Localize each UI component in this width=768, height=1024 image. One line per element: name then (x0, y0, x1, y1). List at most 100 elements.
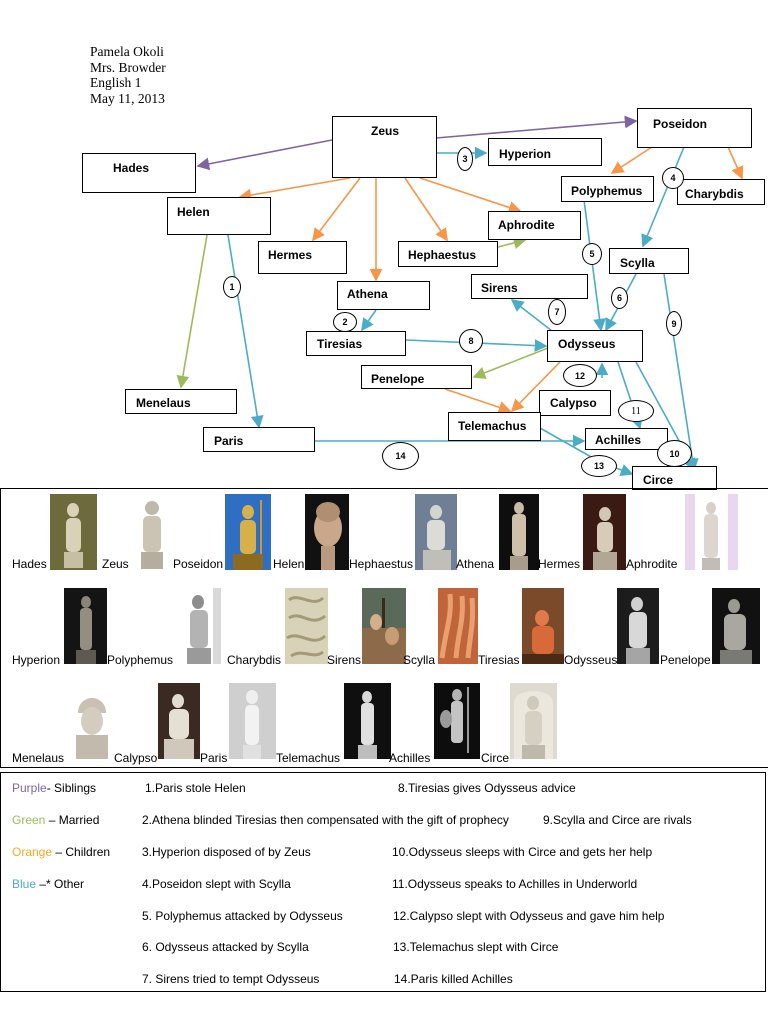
node-hyperion[interactable]: Hyperion (488, 138, 602, 166)
node-telemachus[interactable]: Telemachus (448, 412, 541, 441)
note-marker-14: 14 (382, 442, 419, 470)
tiresias-painting-image (522, 588, 564, 664)
note-marker-4: 4 (662, 167, 684, 189)
arrow-zeus-hades (196, 139, 333, 171)
node-athena[interactable]: Athena (337, 281, 430, 310)
caption-penelope: Penelope (660, 653, 711, 667)
node-label: Athena (347, 287, 388, 301)
athena-statue-image (499, 494, 539, 570)
charybdis-statue-image (285, 588, 328, 664)
node-tiresias[interactable]: Tiresias (306, 331, 406, 356)
node-circe[interactable]: Circe (632, 466, 717, 490)
caption-athena: Athena (456, 557, 495, 571)
note-3: 3.Hyperion disposed of by Zeus (142, 845, 311, 859)
note-6: 6. Odysseus attacked by Scylla (142, 940, 309, 954)
arrow-polyphemus-odysseus (583, 199, 606, 332)
legend-orange: Orange – Children (12, 845, 110, 859)
note-marker-10: 10 (657, 440, 692, 467)
node-label: Hades (113, 161, 150, 175)
caption-aphrodite: Aphrodite (626, 557, 678, 571)
note-10: 10.Odysseus sleeps with Circe and gets h… (392, 845, 653, 859)
node-label: Menelaus (136, 396, 191, 410)
arrow-penelope-telemachus (444, 388, 512, 414)
node-label: Poseidon (653, 117, 708, 131)
legend-green: Green – Married (12, 813, 99, 827)
arrow-helen-menelaus (176, 234, 208, 389)
note-marker-11: 11 (618, 400, 654, 422)
node-hermes[interactable]: Hermes (258, 241, 347, 274)
polyphemus-statue-image (178, 588, 221, 664)
node-label: Hermes (268, 248, 313, 262)
node-penelope[interactable]: Penelope (361, 365, 472, 389)
node-achilles[interactable]: Achilles (585, 428, 668, 450)
note-7: 7. Sirens tried to tempt Odysseus (142, 972, 320, 986)
node-label: Tiresias (317, 337, 363, 351)
node-odysseus[interactable]: Odysseus (547, 330, 643, 362)
arrow-poseidon-scylla (641, 146, 685, 248)
hades-statue-image (50, 494, 97, 570)
poseidon-statue-image (225, 494, 271, 570)
course-name: English 1 (90, 75, 142, 90)
node-label: Charybdis (685, 187, 744, 201)
legend-purple: Purple- Siblings (12, 781, 96, 795)
caption-helen: Helen (273, 557, 305, 571)
legend-orange-word: Orange (12, 845, 53, 859)
arrow-zeus-helen (238, 177, 351, 202)
note-12: 12.Calypso slept with Odysseus and gave … (393, 909, 665, 923)
node-label: Hyperion (499, 147, 552, 161)
legend-green-meaning: – Married (45, 813, 100, 827)
node-hephaestus[interactable]: Hephaestus (398, 241, 498, 267)
caption-polyphemus: Polyphemus (107, 653, 174, 667)
legend-purple-meaning: - Siblings (46, 781, 97, 795)
hermes-statue-image (583, 494, 626, 570)
node-label: Calypso (550, 396, 597, 410)
note-marker-8: 8 (459, 329, 483, 353)
caption-hermes: Hermes (538, 557, 581, 571)
node-aphrodite[interactable]: Aphrodite (488, 211, 581, 240)
caption-telemachus: Telemachus (276, 751, 341, 765)
note-8: 8.Tiresias gives Odysseus advice (398, 781, 576, 795)
node-zeus[interactable]: Zeus (332, 116, 437, 178)
caption-hades: Hades (12, 557, 47, 571)
note-marker-9: 9 (666, 311, 682, 336)
hyperion-statue-image (64, 588, 107, 664)
caption-hephaestus: Hephaestus (349, 557, 414, 571)
note-marker-2: 2 (333, 312, 357, 332)
legend-orange-meaning: – Children (52, 845, 111, 859)
note-2: 2.Athena blinded Tiresias then compensat… (142, 813, 509, 827)
circe-statue-image (510, 683, 557, 759)
node-charybdis[interactable]: Charybdis (677, 179, 765, 205)
relationship-arrows (176, 115, 744, 477)
arrow-zeus-hephaestus (404, 177, 448, 242)
note-marker-1: 1 (223, 276, 241, 298)
telemachus-statue-image (344, 683, 391, 759)
note-4: 4.Poseidon slept with Scylla (142, 877, 291, 891)
node-sirens[interactable]: Sirens (471, 274, 588, 299)
arrow-scylla-circe (663, 273, 699, 472)
teacher-name: Mrs. Browder (90, 59, 166, 75)
node-menelaus[interactable]: Menelaus (125, 389, 237, 414)
node-label: Odysseus (558, 337, 616, 351)
sirens-painting-image (362, 588, 406, 664)
helen-statue-image (305, 494, 349, 570)
legend-blue-word: Blue (12, 877, 37, 891)
node-label: Aphrodite (498, 218, 555, 232)
note-marker-7: 7 (548, 299, 566, 325)
node-polyphemus[interactable]: Polyphemus (561, 176, 654, 202)
node-hades[interactable]: Hades (82, 153, 196, 193)
scylla-painting-image (438, 588, 478, 664)
node-label: Hephaestus (408, 248, 477, 262)
node-label: Helen (177, 205, 210, 219)
arrow-odysseus-sirens (510, 299, 553, 332)
node-helen[interactable]: Helen (167, 197, 271, 235)
node-poseidon[interactable]: Poseidon (637, 108, 752, 148)
arrow-poseidon-polyphemus (610, 146, 653, 174)
legend-blue-meaning: –* Other (36, 877, 85, 891)
arrow-hephaestus-aphrodite (497, 236, 527, 250)
node-paris[interactable]: Paris (203, 427, 315, 452)
arrow-odysseus-telemachus (510, 361, 561, 413)
node-scylla[interactable]: Scylla (609, 248, 689, 274)
node-calypso[interactable]: Calypso (539, 390, 611, 416)
document-header: Pamela Okoli Mrs. Browder English 1 May … (90, 44, 166, 106)
